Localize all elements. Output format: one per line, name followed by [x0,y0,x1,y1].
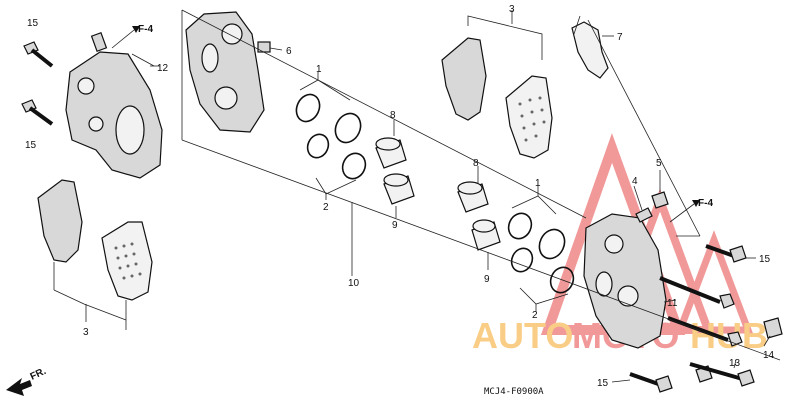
right-caliper-parts [457,166,783,393]
callout-15-d: 15 [597,378,609,389]
piston-seals-upper [295,72,415,218]
assembly-bracket-10 [181,9,781,361]
callout-2-a: 2 [323,202,329,213]
callout-12: 12 [157,63,169,74]
callout-7: 7 [617,32,623,43]
bolt-15-right [729,245,747,263]
callout-6: 6 [286,46,292,57]
svg-text:F-4: F-4 [698,198,713,209]
svg-text:F-4: F-4 [138,24,153,35]
callout-15-b: 15 [25,140,37,151]
bolt-15-lower [21,99,54,126]
fr-label: FR. [29,366,48,383]
brake-pad-3d [505,75,553,159]
callout-13: 13 [729,358,741,369]
callout-9-b: 9 [484,274,490,285]
callout-4: 4 [632,176,638,187]
brake-pad-3a [37,179,83,263]
upper-right-pads [441,10,553,159]
pad-spring-7 [571,15,614,79]
callout-15-a: 15 [27,18,39,29]
callout-11: 11 [667,298,678,309]
diagram-code: MCJ4-F0900A [484,387,544,397]
watermark-auto: AUTO [472,315,573,356]
center-caliper-half [185,11,283,133]
callout-9-a: 9 [392,220,398,231]
bolt-15-upper [23,41,54,68]
callout-8-b: 8 [473,158,479,169]
caliper-body-12 [65,51,163,179]
callout-3-a: 3 [83,327,89,338]
direction-arrow-fr: FR. [6,366,48,396]
bolt-14 [763,317,783,339]
bleeder-4 [635,207,653,223]
callout-3-b: 3 [509,4,515,15]
ref-f4-right: F-4 [669,198,713,223]
bolt-15-bottom [655,375,673,393]
callout-10: 10 [348,278,360,289]
brake-pad-3b [101,221,153,301]
callout-5: 5 [656,158,662,169]
callout-labels: 15 15 12 3 6 1 2 8 9 10 3 7 8 1 9 2 4 5 … [25,4,775,389]
callout-2-b: 2 [532,310,538,321]
ref-f4-left: F-4 [111,24,153,49]
left-caliper-assembly [21,32,163,330]
callout-15-c: 15 [759,254,771,265]
brake-pad-3c [441,37,487,121]
cap-5 [651,191,669,209]
callout-1-b: 1 [535,178,541,189]
callout-1-a: 1 [316,64,322,75]
right-caliper-body [583,213,667,349]
callout-8-a: 8 [390,110,396,121]
callout-14: 14 [763,350,775,361]
